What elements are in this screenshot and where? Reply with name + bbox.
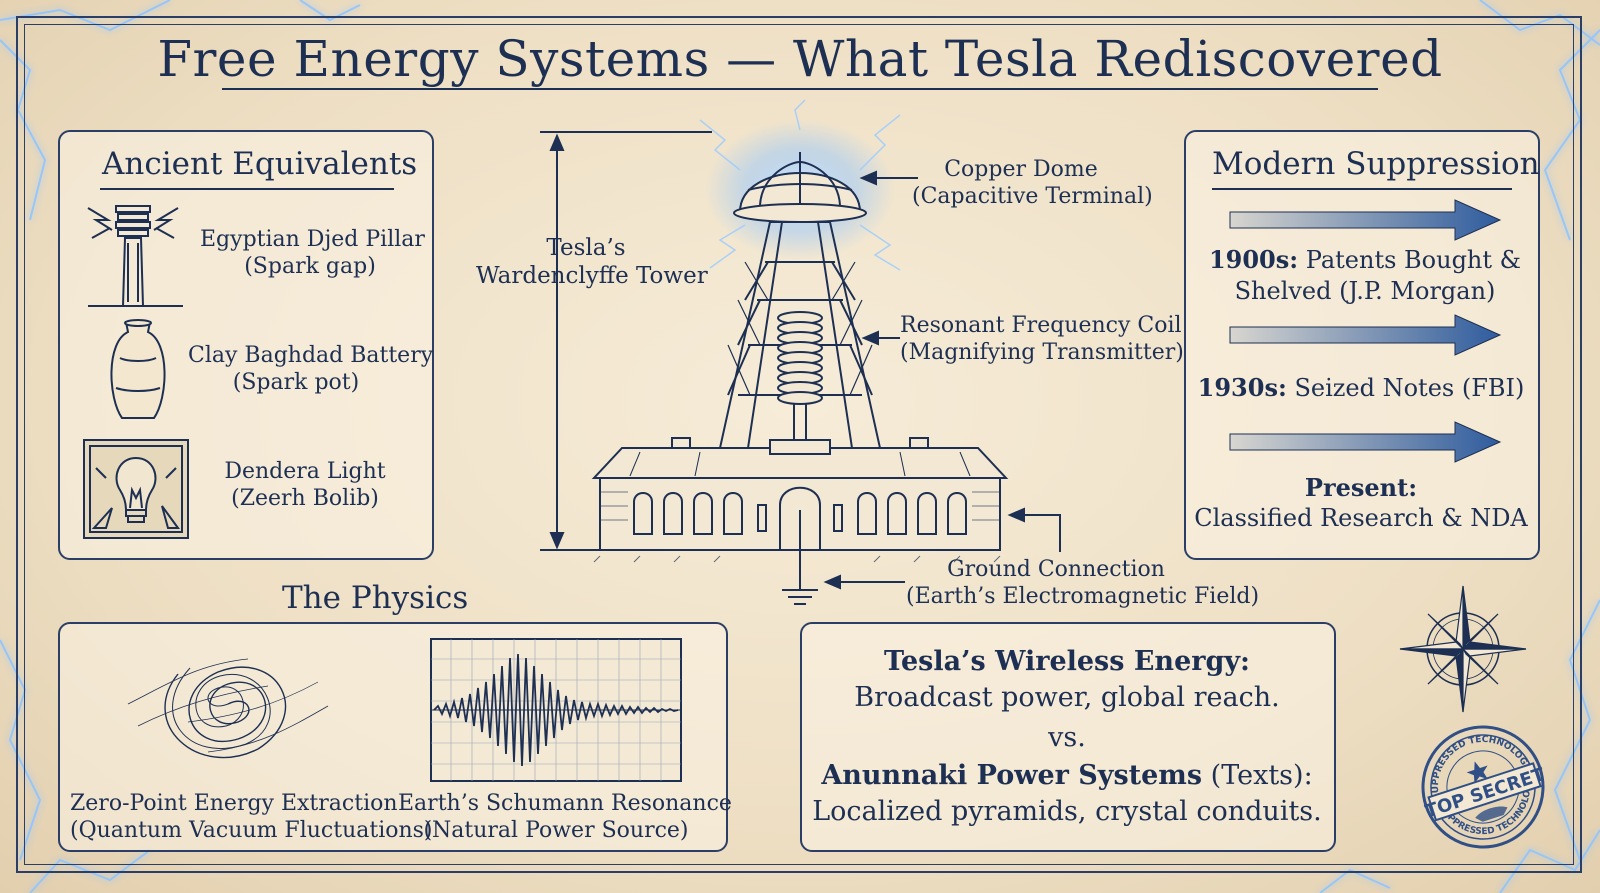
modern-item-1900s-year: 1900s: bbox=[1208, 245, 1299, 274]
ground-connection-note: (Earth’s Electromagnetic Field) bbox=[906, 584, 1260, 609]
tower-label-line1: Tesla’s bbox=[546, 235, 626, 261]
coil-name: Resonant Frequency Coil bbox=[900, 313, 1182, 338]
zero-point-vortex-icon bbox=[127, 658, 329, 759]
djed-pillar-label: Egyptian Djed Pillar (Spark gap) bbox=[200, 226, 425, 280]
page-title: Free Energy Systems — What Tesla Redisco… bbox=[157, 30, 1443, 88]
ground-connection-name: Ground Connection bbox=[947, 557, 1165, 582]
arrow-present bbox=[1229, 421, 1502, 463]
djed-pillar-icon bbox=[87, 205, 183, 307]
comparison-panel bbox=[800, 622, 1336, 852]
dendera-light-name: Dendera Light bbox=[224, 459, 386, 484]
zero-point-note: (Quantum Vacuum Fluctuations) bbox=[70, 818, 433, 843]
coil-label: Resonant Frequency Coil (Magnifying Tran… bbox=[900, 312, 1184, 366]
baghdad-battery-icon bbox=[110, 319, 166, 419]
tower-label: Tesla’s Wardenclyffe Tower bbox=[476, 234, 708, 290]
schumann-waveform-icon bbox=[430, 638, 682, 782]
schumann-wave-line bbox=[433, 653, 679, 767]
anunnaki-title-line: Anunnaki Power Systems (Texts): bbox=[802, 758, 1332, 794]
modern-item-1900s-text: Patents Bought & Shelved (J.P. Morgan) bbox=[1234, 246, 1522, 305]
copper-dome-label: Copper Dome (Capacitive Terminal) bbox=[912, 156, 1153, 210]
baghdad-battery-name: Clay Baghdad Battery bbox=[188, 343, 434, 368]
ground-connection-label: Ground Connection (Earth’s Electromagnet… bbox=[906, 556, 1260, 610]
modern-item-1900s: 1900s: Patents Bought & Shelved (J.P. Mo… bbox=[1190, 244, 1540, 307]
dendera-light-label: Dendera Light (Zeerh Bolib) bbox=[200, 458, 410, 512]
copper-dome-name: Copper Dome bbox=[944, 157, 1098, 182]
modern-suppression-panel bbox=[1184, 130, 1540, 560]
physics-heading: The Physics bbox=[282, 580, 469, 616]
coil-note: (Magnifying Transmitter) bbox=[900, 340, 1184, 365]
anunnaki-text: Localized pyramids, crystal conduits. bbox=[812, 796, 1322, 827]
compass-rose-icon bbox=[1399, 585, 1527, 713]
anunnaki-title: Anunnaki Power Systems bbox=[821, 760, 1203, 791]
vs-label: vs. bbox=[1048, 722, 1086, 753]
djed-pillar-note: (Spark gap) bbox=[244, 254, 376, 279]
modern-item-1930s-text: Seized Notes (FBI) bbox=[1286, 374, 1525, 402]
dendera-light-icon bbox=[83, 439, 189, 539]
modern-item-present: Present: Classified Research & NDA bbox=[1186, 472, 1536, 534]
zero-point-name: Zero-Point Energy Extraction bbox=[70, 791, 398, 816]
modern-heading: Modern Suppression bbox=[1212, 146, 1540, 182]
modern-heading-underline bbox=[1212, 188, 1512, 190]
ancient-heading-underline bbox=[100, 188, 394, 190]
baghdad-battery-note: (Spark pot) bbox=[232, 370, 360, 395]
outer-frame bbox=[16, 16, 1582, 873]
modern-item-present-label: Present: bbox=[1304, 473, 1418, 502]
djed-pillar-name: Egyptian Djed Pillar bbox=[200, 227, 425, 252]
baghdad-battery-label: Clay Baghdad Battery (Spark pot) bbox=[188, 342, 434, 396]
modern-item-1930s: 1930s: Seized Notes (FBI) bbox=[1186, 372, 1536, 404]
dendera-light-note: (Zeerh Bolib) bbox=[231, 486, 379, 511]
comparison-text: Tesla’s Wireless Energy: Broadcast power… bbox=[802, 644, 1332, 830]
modern-item-1930s-year: 1930s: bbox=[1197, 373, 1287, 402]
tower-label-line2: Wardenclyffe Tower bbox=[476, 263, 708, 289]
tesla-wireless-text: Broadcast power, global reach. bbox=[854, 682, 1280, 713]
tesla-wireless-title: Tesla’s Wireless Energy: bbox=[883, 646, 1251, 677]
anunnaki-suffix: (Texts): bbox=[1202, 760, 1313, 791]
inner-frame bbox=[24, 24, 1574, 865]
title-underline bbox=[222, 88, 1378, 90]
zero-point-label: Zero-Point Energy Extraction (Quantum Va… bbox=[70, 790, 433, 844]
top-secret-stamp: SUPPRESSED TECHNOLOGY SUPPRESSED TECHNOL… bbox=[1417, 721, 1547, 850]
modern-item-present-text: Classified Research & NDA bbox=[1194, 504, 1528, 532]
schumann-label: Earth’s Schumann Resonance (Natural Powe… bbox=[398, 790, 732, 844]
arrow-1900s bbox=[1229, 199, 1502, 241]
schumann-name: Earth’s Schumann Resonance bbox=[398, 791, 732, 816]
arrow-1930s bbox=[1229, 314, 1502, 356]
copper-dome-note: (Capacitive Terminal) bbox=[912, 184, 1153, 209]
schumann-note: (Natural Power Source) bbox=[423, 818, 689, 843]
ancient-heading: Ancient Equivalents bbox=[102, 146, 418, 182]
